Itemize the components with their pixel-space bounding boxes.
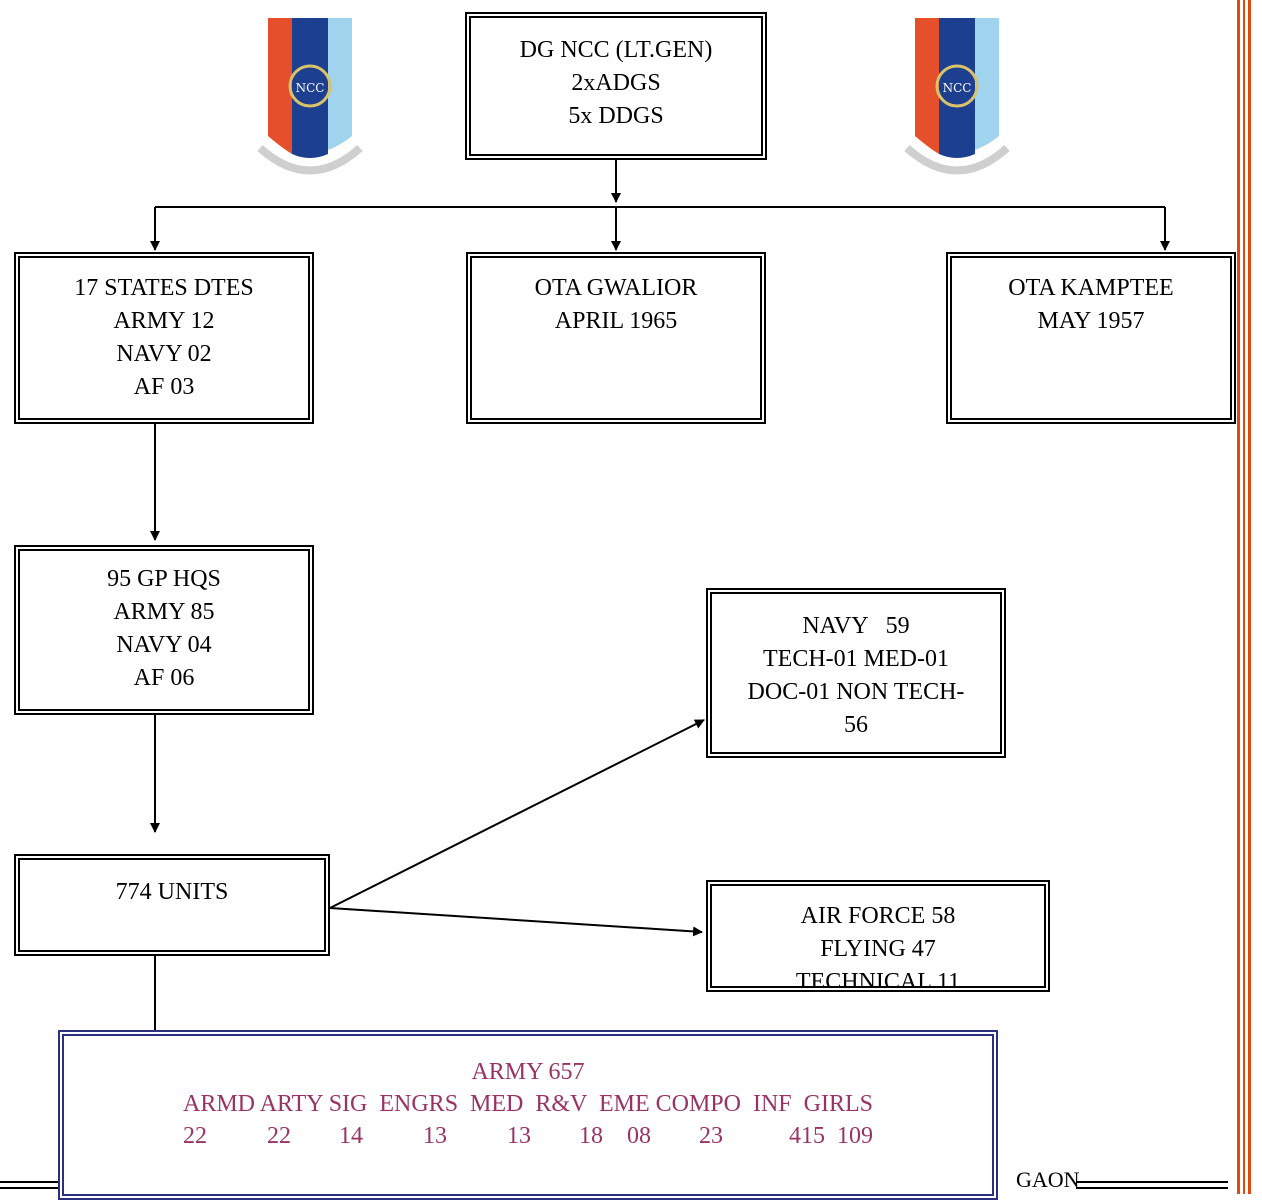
gphq-line-4: AF 06	[133, 665, 195, 691]
kamptee-line-2: MAY 1957	[1037, 308, 1145, 334]
ota-gwalior-box: OTA GWALIOR APRIL 1965	[466, 252, 766, 424]
navy-line-4: 56	[844, 712, 868, 738]
airforce-line-2: FLYING 47	[820, 936, 936, 962]
dg-ncc-line-2: 2xADGS	[571, 70, 661, 96]
states-line-3: NAVY 02	[116, 341, 212, 367]
units-line-1: 774 UNITS	[115, 879, 229, 905]
gphq-line-1: 95 GP HQS	[107, 566, 221, 592]
army-box: ARMY 657 ARMD ARTY SIG ENGRS MED R&V EME…	[58, 1030, 998, 1200]
logo-text-left: NCC	[296, 81, 325, 95]
navy-line-1: NAVY 59	[802, 613, 910, 639]
army-title: ARMY 657	[471, 1059, 585, 1085]
states-line-1: 17 STATES DTES	[74, 275, 254, 301]
navy-line-3: DOC-01 NON TECH-	[747, 679, 965, 705]
states-line-2: ARMY 12	[113, 308, 215, 334]
arrow-to-airforce	[329, 907, 703, 937]
states-dtes-box: 17 STATES DTES ARMY 12 NAVY 02 AF 03	[14, 252, 314, 424]
gphq-line-3: NAVY 04	[116, 632, 212, 658]
airforce-box: AIR FORCE 58 FLYING 47 TECHNICAL 11	[706, 880, 1050, 992]
states-line-4: AF 03	[133, 374, 195, 400]
dg-ncc-line-1: DG NCC (LT.GEN)	[519, 37, 713, 63]
army-categories-row: ARMD ARTY SIG ENGRS MED R&V EME COMPO IN…	[183, 1091, 873, 1117]
dg-ncc-box: DG NCC (LT.GEN) 2xADGS 5x DDGS	[465, 12, 767, 160]
ncc-logo-right: NCC	[904, 18, 1010, 175]
units-box: 774 UNITS	[14, 854, 330, 956]
airforce-line-3: TECHNICAL 11	[795, 969, 961, 992]
gphq-line-2: ARMY 85	[113, 599, 215, 625]
gp-hqs-box: 95 GP HQS ARMY 85 NAVY 04 AF 06	[14, 545, 314, 715]
army-values-row: 22 22 14 13 13 18 08 23 415 109	[183, 1123, 873, 1149]
navy-box: NAVY 59 TECH-01 MED-01 DOC-01 NON TECH- …	[706, 588, 1006, 758]
footer-fragment: GAON	[1016, 1167, 1080, 1192]
kamptee-line-1: OTA KAMPTEE	[1008, 275, 1174, 301]
logo-text-right: NCC	[943, 81, 972, 95]
right-border-rule	[1237, 0, 1251, 1194]
ota-kamptee-box: OTA KAMPTEE MAY 1957	[946, 252, 1236, 424]
gwalior-line-2: APRIL 1965	[554, 308, 678, 334]
gwalior-line-1: OTA GWALIOR	[534, 275, 698, 301]
ncc-logo-left: NCC	[257, 18, 363, 175]
airforce-line-1: AIR FORCE 58	[800, 903, 956, 929]
dg-ncc-line-3: 5x DDGS	[568, 103, 664, 129]
navy-line-2: TECH-01 MED-01	[763, 646, 949, 672]
arrow-to-navy	[329, 719, 705, 909]
